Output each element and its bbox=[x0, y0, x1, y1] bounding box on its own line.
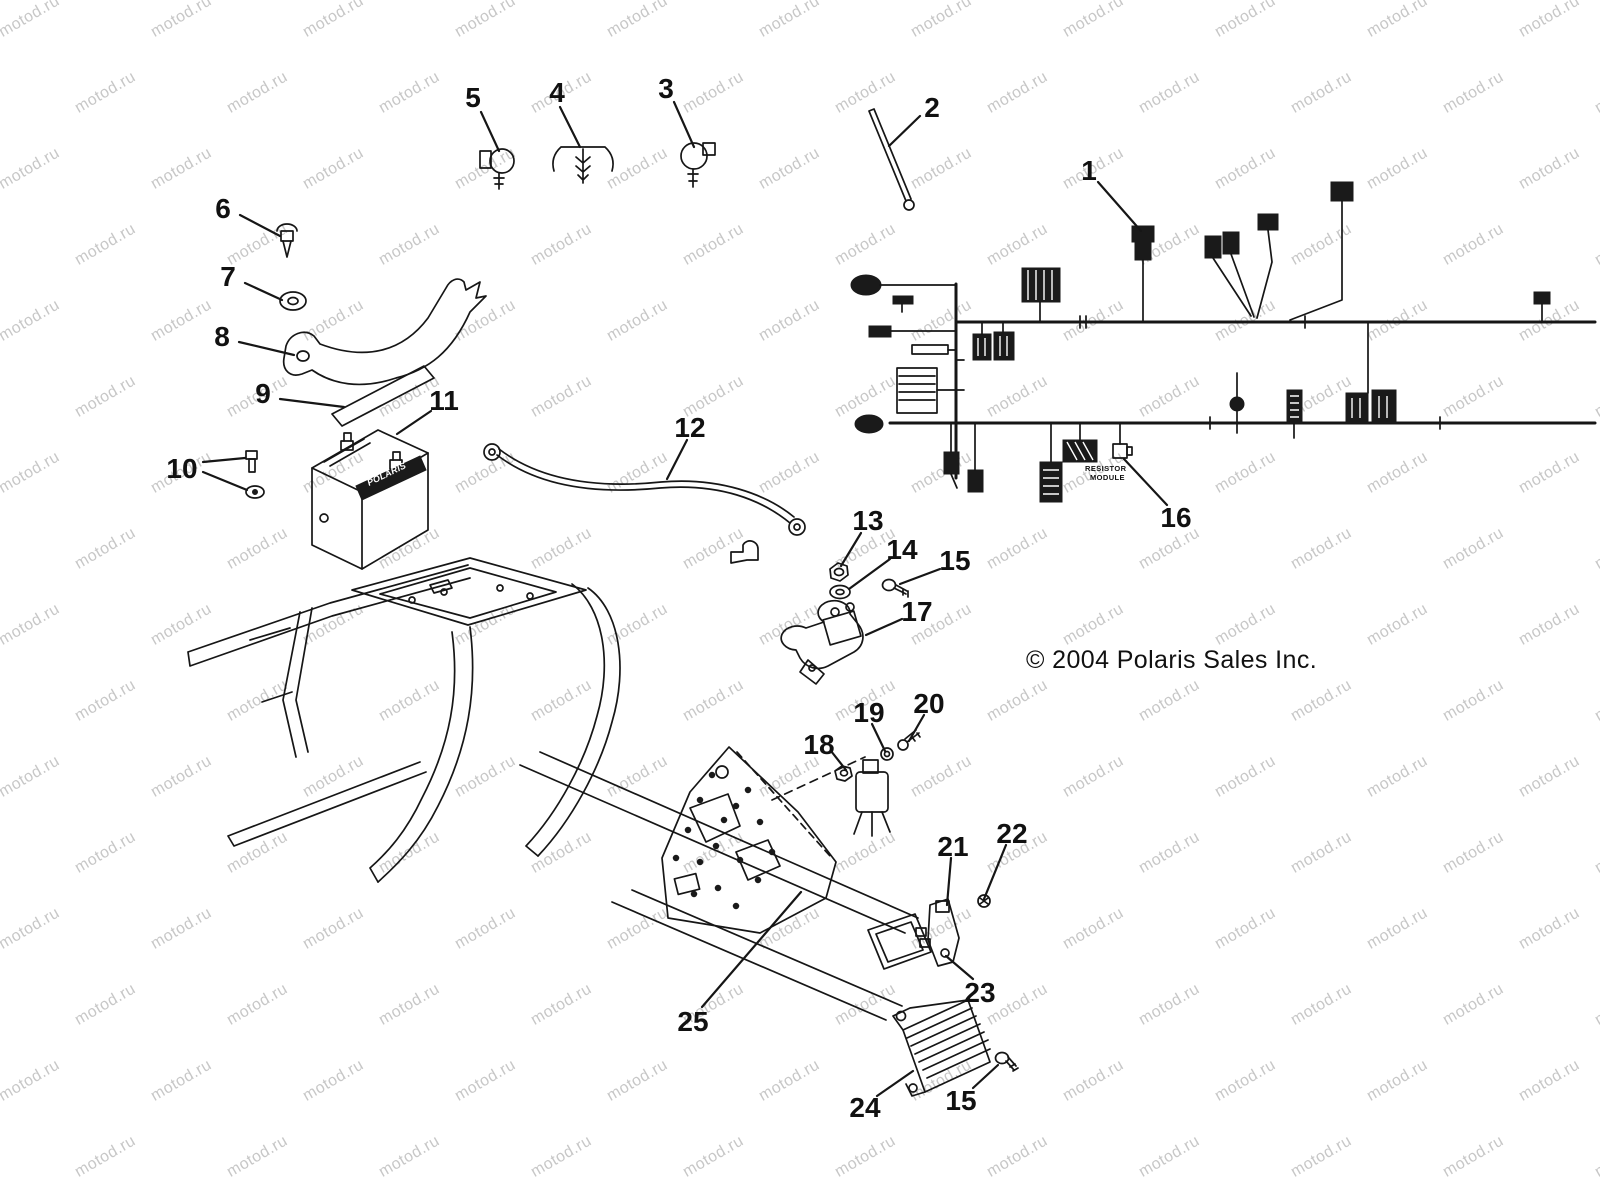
bolt-part-15 bbox=[881, 578, 909, 598]
callout-3: 3 bbox=[658, 73, 674, 104]
regulator-part-24 bbox=[892, 999, 991, 1097]
leader-line-17 bbox=[864, 617, 904, 637]
resistor-module-label-line2: MODULE bbox=[1090, 473, 1125, 482]
callout-19: 19 bbox=[853, 697, 884, 728]
battery-cable-part-12 bbox=[483, 443, 806, 536]
callout-2: 2 bbox=[924, 92, 940, 123]
frame-chassis bbox=[187, 557, 919, 1021]
leader-line-7 bbox=[243, 281, 284, 302]
callout-7: 7 bbox=[220, 261, 236, 292]
leader-line-22 bbox=[982, 843, 1008, 901]
leader-line-1 bbox=[1096, 180, 1143, 233]
bracket-part-23 bbox=[927, 898, 960, 967]
leader-line-8 bbox=[237, 340, 296, 357]
battery-bracket-part-8 bbox=[282, 278, 487, 386]
callout-20: 20 bbox=[913, 688, 944, 719]
callout-12: 12 bbox=[674, 412, 705, 443]
leader-line-15 bbox=[971, 1063, 1000, 1090]
push-rivet-part-6 bbox=[276, 223, 298, 258]
callout-9: 9 bbox=[255, 378, 271, 409]
leader-line-13 bbox=[839, 531, 863, 568]
leader-line-16 bbox=[1122, 457, 1169, 507]
leader-line-6 bbox=[238, 213, 282, 238]
callout-4: 4 bbox=[549, 77, 565, 108]
leader-line-5 bbox=[479, 110, 501, 153]
leader-line-15 bbox=[898, 567, 942, 586]
callout-22: 22 bbox=[996, 818, 1027, 849]
washer-part-14 bbox=[829, 584, 851, 600]
callout-6: 6 bbox=[215, 193, 231, 224]
leader-line-24 bbox=[875, 1069, 915, 1098]
callout-24: 24 bbox=[849, 1092, 881, 1123]
solenoid-part-17 bbox=[780, 599, 864, 685]
mounting-panel-part-25 bbox=[661, 746, 866, 934]
callout-17: 17 bbox=[901, 596, 932, 627]
leader-line-18 bbox=[829, 749, 848, 772]
callout-1: 1 bbox=[1081, 155, 1097, 186]
relay-part-18-20 bbox=[834, 729, 921, 837]
nut-part-13 bbox=[829, 562, 849, 582]
cdi-box bbox=[867, 913, 932, 970]
leader-line-10 bbox=[201, 470, 249, 492]
callout-23: 23 bbox=[964, 977, 995, 1008]
leader-line-3 bbox=[672, 100, 696, 149]
leader-line-10 bbox=[201, 456, 247, 464]
clip-part-4 bbox=[552, 146, 614, 184]
tab-part-21 bbox=[935, 900, 950, 913]
battery-pad-part-9 bbox=[331, 365, 435, 427]
leader-line-2 bbox=[887, 114, 922, 148]
leader-line-21 bbox=[945, 856, 953, 907]
leader-line-19 bbox=[870, 722, 887, 753]
callout-16: 16 bbox=[1160, 502, 1191, 533]
callout-14: 14 bbox=[886, 534, 918, 565]
copyright-text: © 2004 Polaris Sales Inc. bbox=[1026, 646, 1318, 674]
battery-part-11 bbox=[311, 429, 429, 570]
callout-13: 13 bbox=[852, 505, 883, 536]
bolt-part-22 bbox=[977, 894, 991, 908]
bolt-part-15b bbox=[994, 1051, 1019, 1072]
callout-11: 11 bbox=[429, 385, 459, 416]
clip-part-5 bbox=[479, 148, 515, 190]
wiring-harness bbox=[850, 181, 1597, 503]
leader-line-9 bbox=[278, 397, 346, 409]
leader-line-4 bbox=[558, 105, 582, 149]
resistor-module-label-line1: RESISTOR bbox=[1085, 464, 1127, 473]
callout-15: 15 bbox=[945, 1085, 976, 1116]
leader-line-23 bbox=[944, 954, 975, 981]
callout-10: 10 bbox=[166, 453, 197, 484]
callout-21: 21 bbox=[937, 831, 968, 862]
bolt-washer-part-10 bbox=[245, 450, 265, 499]
callout-25: 25 bbox=[677, 1006, 708, 1037]
callout-8: 8 bbox=[214, 321, 230, 352]
terminal-boot bbox=[730, 540, 759, 564]
callout-5: 5 bbox=[465, 82, 481, 113]
rod-part-2 bbox=[868, 108, 915, 211]
washer-part-7 bbox=[279, 291, 307, 311]
clip-part-3 bbox=[680, 142, 716, 188]
callout-15: 15 bbox=[939, 545, 970, 576]
leader-line-12 bbox=[665, 438, 689, 481]
leader-line-25 bbox=[700, 890, 803, 1009]
leader-line-20 bbox=[907, 713, 926, 743]
leader-line-11 bbox=[395, 409, 433, 436]
callout-18: 18 bbox=[803, 729, 834, 760]
leader-line-14 bbox=[847, 557, 892, 591]
